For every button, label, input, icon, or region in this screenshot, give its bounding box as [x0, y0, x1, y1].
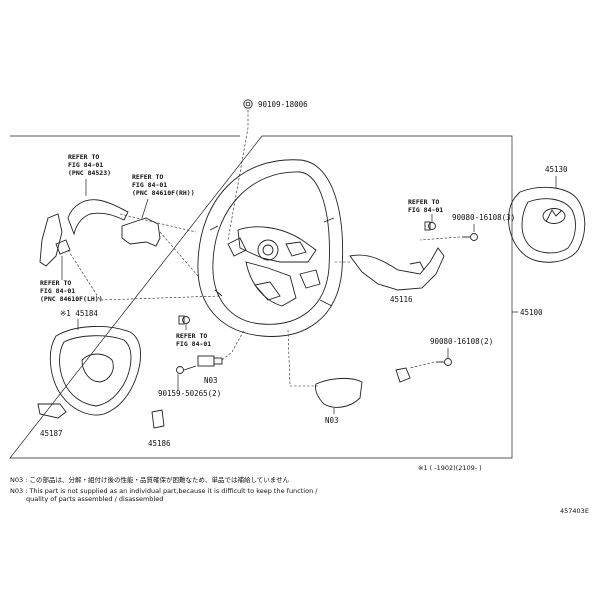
- switch-n03-icon: [197, 355, 223, 367]
- cover-45116-icon: [349, 247, 445, 291]
- note-english-line2: quality of parts assembled / disassemble…: [26, 495, 163, 503]
- part-45187-label: 45187: [40, 429, 63, 438]
- screw-lower-label: 90080-16108(2): [430, 337, 493, 346]
- garnish-45187-icon: [37, 403, 67, 419]
- steering-wheel-icon: [197, 159, 344, 337]
- back-cover-45184-icon: [49, 325, 141, 416]
- paddle-lh-icon: [39, 213, 63, 267]
- part-45116-label: 45116: [390, 295, 413, 304]
- clip-rh-icon: [424, 221, 436, 231]
- clip-left-icon: [178, 315, 190, 325]
- refer3-line1: REFER TO: [40, 279, 71, 287]
- part-45100-label: 45100: [520, 308, 543, 317]
- n03b-label: N03: [325, 416, 339, 425]
- note-english-line1: N03 : This part is not supplied as an in…: [10, 487, 318, 495]
- part-45186-label: 45186: [148, 439, 171, 448]
- top-bolt-label: 90109-18006: [258, 100, 308, 109]
- refer1-line1: REFER TO: [68, 153, 99, 161]
- screw-left-icon: [176, 365, 197, 374]
- paddle-rh-icon: [121, 217, 161, 247]
- refer5-line2: FIG 84-01: [176, 340, 211, 348]
- refer2-line1: REFER TO: [132, 173, 163, 181]
- part-45130-label: 45130: [545, 165, 568, 174]
- airbag-45130-icon: [508, 186, 586, 263]
- screw-rh-icon: [462, 233, 478, 241]
- screw-left-label: 90159-50265(2): [158, 389, 221, 398]
- frame: [9, 135, 513, 459]
- refer2-line2: FIG 84-01: [132, 181, 167, 189]
- refer3-line3: (PNC 84610F(LH)): [40, 295, 103, 303]
- refer3-line2: FIG 84-01: [40, 287, 75, 295]
- refer4-line2: FIG 84-01: [408, 206, 443, 214]
- lower-cover-n03-icon: [315, 377, 363, 408]
- refer4-line1: REFER TO: [408, 198, 439, 206]
- figure-code: 457403E: [560, 507, 589, 515]
- top-bolt-icon: [243, 99, 253, 109]
- refer1-line3: (PNC 84523): [68, 169, 111, 177]
- footnote-range: ※1 ( -1902)(2109- ): [418, 464, 482, 472]
- cover-45186-icon: [151, 409, 165, 429]
- refer1-line2: FIG 84-01: [68, 161, 103, 169]
- part-45184-label: ※1 45184: [60, 309, 98, 318]
- lower-clip-icon: [395, 367, 411, 383]
- screw-rh-label: 90080-16108(3): [452, 213, 515, 222]
- refer5-line1: REFER TO: [176, 332, 207, 340]
- screw-lower-icon: [436, 358, 452, 366]
- note-japanese: N03 : この部品は、分解・組付け後の性能・品質確保が困難なため、単品では補給…: [10, 475, 290, 484]
- bracket-84523-icon: [67, 199, 129, 236]
- refer2-line3: (PNC 84610F(RH)): [132, 189, 195, 197]
- n03a-label: N03: [204, 376, 218, 385]
